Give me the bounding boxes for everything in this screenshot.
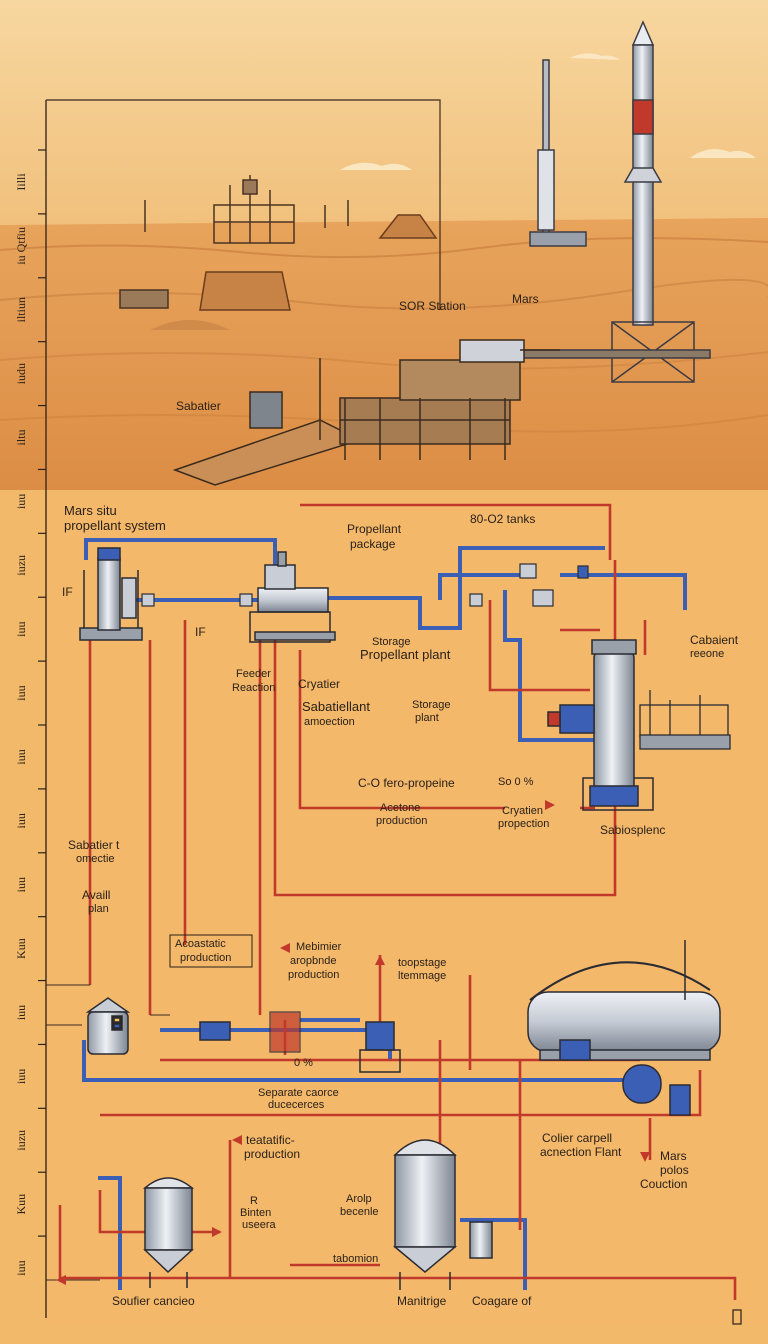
label-sabiosplenc: Sabiosplenc [600,823,665,837]
label-acoastatic-2: production [180,952,231,964]
label-binten: Binten [240,1207,271,1219]
ruler-label: iuu [14,749,28,764]
label-acoastatic: Acoastatic [175,938,226,950]
label-sor-station: SOR Station [399,299,466,313]
label-colier: Colier carpell [542,1131,612,1145]
ruler-label: iuu [14,621,28,636]
label-sabatier-prod: Sabatiellant [302,699,370,714]
label-mars-poles-2: polos [660,1163,689,1177]
ruler-label: iuzu [14,1130,28,1151]
label-tabomion: tabomion [333,1253,378,1265]
label-separate: Separate caorce [258,1087,339,1099]
label-mars: Mars [512,292,539,306]
lower-process-line [85,997,401,1073]
label-so-percent: So 0 % [498,776,534,788]
label-reaction: Feeder [236,668,271,680]
label-if-left: IF [62,585,73,599]
schematic-panel [46,492,768,1324]
ruler-label: iltiun [14,297,28,322]
label-propellant-package: Propellant [347,522,402,536]
ruler-label: iuu [14,813,28,828]
label-sabatier-prod-2: amoection [304,716,355,728]
cabaient-rig [639,690,731,750]
ruler-label: Iilli [14,173,28,191]
label-if-mid: IF [195,625,206,639]
label-arolp-2: becenle [340,1206,379,1218]
horizontal-tank [527,940,721,1116]
label-tocpstage: toopstage [398,957,446,969]
ruler-label: iuu [14,1005,28,1020]
label-storage: Storage [372,636,411,648]
label-cabaient: Cabaient [690,633,739,647]
ruler-label: iuu [14,877,28,892]
label-mars-poles: Mars [660,1149,687,1163]
center-silo [392,1139,493,1290]
label-teatatific-2: production [244,1147,300,1161]
storage-tank [547,639,654,811]
label-cryatier: Cryatier [298,677,340,691]
label-sabatier-left-2: omectie [76,853,115,865]
label-mebimier: Mebimier [296,941,342,953]
label-mebimier-3: production [288,969,339,981]
label-r: R [250,1195,258,1207]
label-propellant-plant: Propellant plant [360,647,451,662]
ruler-label: iuu [14,685,28,700]
label-avail: Availl [82,888,110,902]
ruler-label: iltu [14,429,28,445]
label-sabatier-left: Sabatier t [68,838,120,852]
label-acetone: Acetone [380,802,420,814]
label-separate-2: ducecerces [268,1099,325,1111]
label-arolp: Arolp [346,1193,372,1205]
label-soufier: Soufier cancieo [112,1294,195,1308]
label-storage-plant: Storage [412,699,451,711]
label-tocpstage-2: ltemmage [398,970,446,982]
label-manitrige: Manitrige [397,1294,447,1308]
label-mars-poles-3: Couction [640,1177,687,1191]
ruler-label: iudu [14,363,28,384]
label-mebimier-2: aropbnde [290,955,337,967]
hot-pipes [58,503,737,1300]
label-binten-2: useera [242,1219,277,1231]
label-colier-2: acnection Flant [540,1145,622,1159]
left-silo [142,1177,195,1288]
ruler-label: iuu [14,1069,28,1084]
label-reaction-2: Reaction [232,682,275,694]
ruler-label: iuzu [14,555,28,576]
label-co-fero: C-O fero-propeine [358,776,455,790]
ruler-label: iu Qtfiu [14,227,28,265]
label-propellant-package-2: package [350,537,396,551]
label-coagare: Coagare of [472,1294,532,1308]
label-avail-2: plan [88,903,109,915]
label-zero-percent: 0 % [294,1057,313,1069]
schematic-labels: Mars situ propellant system Propellant p… [62,503,739,1308]
label-system-title: Mars situ [64,503,117,518]
label-storage-plant-2: plant [415,712,439,724]
label-cabaient-2: reeone [690,648,724,660]
label-sabatier: Sabatier [176,399,221,413]
ruler-label: iuu [14,494,28,509]
label-cryatien-2: propection [498,818,549,830]
center-exchanger [249,551,336,643]
ruler-label: Kuu [14,1194,28,1215]
label-teatatific: teatatific- [246,1133,295,1147]
label-cryatien: Cryatien [502,805,543,817]
label-o2-tanks: 80-O2 tanks [470,512,535,526]
ruler-label: iuu [14,1260,28,1275]
rocket-tower [519,20,711,383]
sor-station-structure [172,339,560,486]
reactor-column [79,547,143,641]
label-acetone-2: production [376,815,427,827]
label-system-title-2: propellant system [64,518,166,533]
side-ruler: Iilli iu Qtfiu iltiun iudu iltu iuu iuzu iuu iuu… [14,149,46,1276]
ruler-label: Kuu [14,938,28,959]
